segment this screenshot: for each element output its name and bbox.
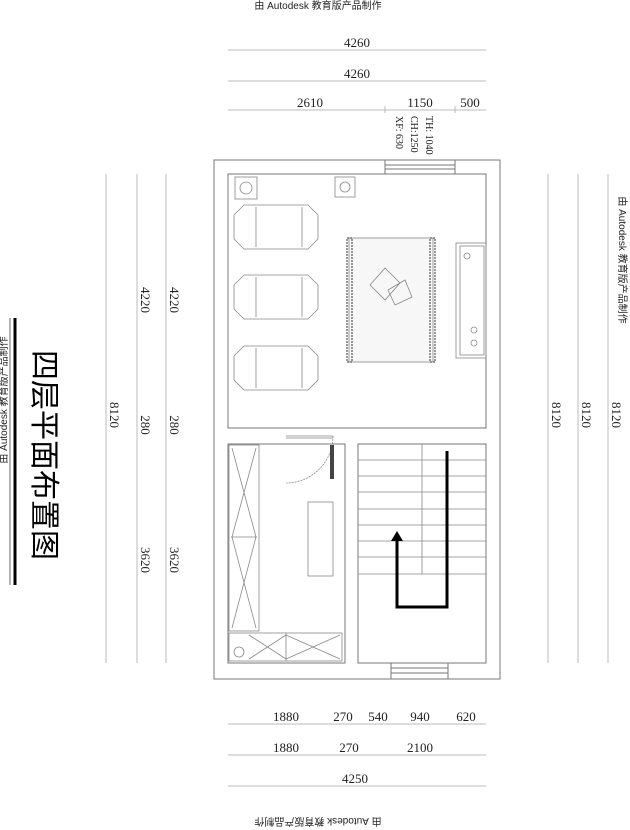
dim-left2-4220: 4220 bbox=[167, 287, 182, 313]
dim-bottom2-270: 270 bbox=[339, 740, 359, 755]
tv-cabinet bbox=[455, 242, 487, 359]
stair-direction-arrow bbox=[395, 451, 449, 609]
walls bbox=[213, 159, 501, 680]
dim-right-2: 8120 bbox=[579, 402, 594, 428]
staircase bbox=[358, 444, 486, 609]
sofa-3 bbox=[233, 345, 319, 391]
dim-left-280: 280 bbox=[138, 415, 153, 435]
sofa-2 bbox=[233, 274, 319, 320]
arrow-head-icon bbox=[391, 531, 403, 541]
dim-bottom-4250: 4250 bbox=[342, 771, 368, 786]
note-ch: CH:1250 bbox=[408, 116, 419, 153]
watermark-right: 由 Autodesk 教育版产品制作 bbox=[616, 196, 629, 323]
bottom-dimensions: 1880 270 540 940 620 1880 270 2100 4250 bbox=[228, 709, 486, 787]
dim-top-1150: 1150 bbox=[407, 95, 433, 110]
dim-bottom-1880: 1880 bbox=[273, 709, 299, 724]
dim-top-total-2: 4260 bbox=[344, 66, 370, 81]
dim-left-3620: 3620 bbox=[138, 547, 153, 573]
upper-room-furniture bbox=[233, 176, 487, 391]
dim-bottom-620: 620 bbox=[456, 709, 476, 724]
door-leaf bbox=[330, 445, 334, 479]
drawing-title: 四层平面布置图 bbox=[26, 350, 61, 560]
dim-left-8120: 8120 bbox=[107, 402, 122, 428]
dim-right-3: 8120 bbox=[609, 402, 624, 428]
note-th: TH: 1040 bbox=[423, 116, 434, 155]
watermark-left: 由 Autodesk 教育版产品制作 bbox=[0, 336, 10, 463]
bottom-window bbox=[390, 662, 449, 680]
dim-left2-280: 280 bbox=[167, 415, 182, 435]
dim-bottom2-2100: 2100 bbox=[407, 740, 433, 755]
dim-bottom-940: 940 bbox=[410, 709, 430, 724]
dim-right-1: 8120 bbox=[549, 402, 564, 428]
watermark-bottom: 由 Autodesk 教育版产品制作 bbox=[254, 815, 381, 828]
dim-left-4220: 4220 bbox=[138, 287, 153, 313]
dim-top-total-1: 4260 bbox=[344, 35, 370, 50]
wardrobe bbox=[228, 444, 260, 632]
dim-bottom-540: 540 bbox=[368, 709, 388, 724]
dim-top-2610: 2610 bbox=[297, 95, 323, 110]
dim-bottom-270: 270 bbox=[333, 709, 353, 724]
right-dimensions: 8120 8120 8120 bbox=[547, 174, 624, 663]
lower-left-room bbox=[228, 435, 343, 662]
watermark-top: 由 Autodesk 教育版产品制作 bbox=[254, 0, 381, 12]
floor-lamp-icon bbox=[334, 176, 356, 198]
sofa-1 bbox=[233, 204, 319, 250]
note-xf: XF: 630 bbox=[393, 116, 404, 149]
plant-pot-icon bbox=[234, 176, 258, 200]
top-window bbox=[384, 159, 456, 175]
rug bbox=[346, 237, 436, 363]
top-dimensions: 4260 4260 2610 1150 500 TH: 1040 CH:1250… bbox=[228, 35, 486, 155]
bottom-cabinet bbox=[228, 632, 343, 662]
dim-bottom2-1880: 1880 bbox=[273, 740, 299, 755]
left-dimensions: 8120 4220 280 3620 4220 280 3620 bbox=[105, 174, 182, 663]
table bbox=[307, 501, 334, 577]
dim-top-500: 500 bbox=[460, 95, 480, 110]
dim-left2-3620: 3620 bbox=[167, 547, 182, 573]
